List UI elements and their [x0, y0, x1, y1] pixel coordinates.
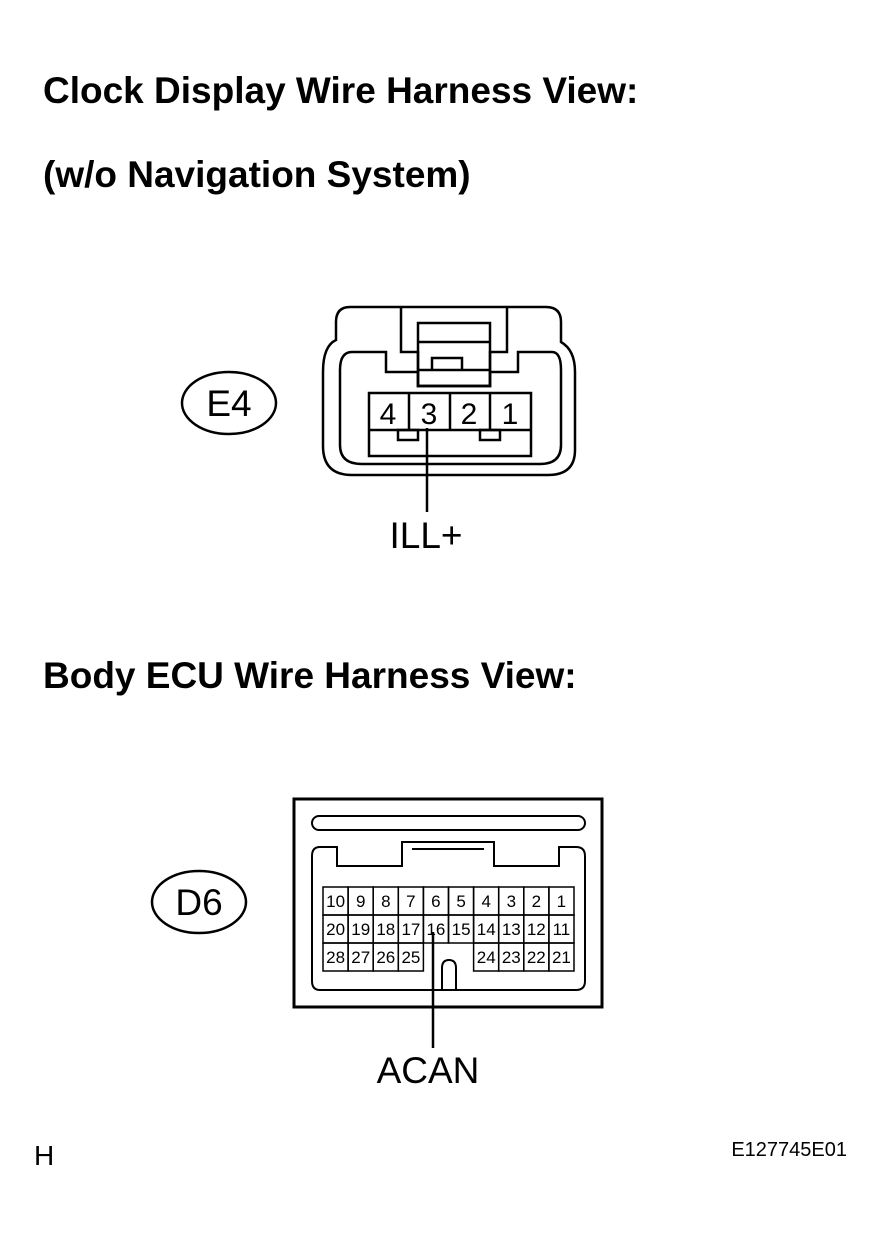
clock-display-heading: Clock Display Wire Harness View:	[43, 70, 639, 111]
connector-d6-pin-2: 2	[532, 892, 541, 911]
connector-d6-pin-19: 19	[351, 920, 370, 939]
connector-d6-id-bubble	[150, 869, 248, 935]
connector-d6-pin-5: 5	[456, 892, 465, 911]
connector-e4-id: E4	[206, 383, 251, 424]
connector-e4-id-bubble	[180, 370, 278, 436]
connector-d6-pin-28: 28	[326, 948, 345, 967]
connector-d6-pin-13: 13	[502, 920, 521, 939]
connector-e4-lock-notch	[430, 356, 464, 370]
connector-d6-pin-26: 26	[376, 948, 395, 967]
body-ecu-heading: Body ECU Wire Harness View:	[43, 655, 577, 696]
connector-e4-key-left	[396, 428, 420, 442]
connector-d6-pin-23: 23	[502, 948, 521, 967]
connector-d6-pin-25: 25	[401, 948, 420, 967]
connector-d6-pin-14: 14	[477, 920, 496, 939]
connector-d6-pin-10: 10	[326, 892, 345, 911]
connector-d6-pin-21: 21	[552, 948, 571, 967]
connector-d6-pin-1: 1	[557, 892, 566, 911]
connector-d6-key-slot	[441, 958, 457, 990]
connector-e4	[180, 305, 577, 512]
connector-d6-pin-8: 8	[381, 892, 390, 911]
clock-display-subheading: (w/o Navigation System)	[43, 154, 471, 195]
connector-d6-id: D6	[175, 882, 222, 923]
corner-mark: H	[34, 1140, 55, 1171]
connector-d6-pin-16: 16	[426, 920, 445, 939]
connector-d6	[150, 797, 604, 1048]
connector-e4-pin-2: 2	[461, 398, 478, 431]
connector-d6-pin-grid	[322, 886, 575, 972]
connector-d6-pin-15: 15	[452, 920, 471, 939]
connector-e4-outer-shell	[321, 305, 577, 477]
connector-e4-pin-1: 1	[502, 398, 519, 431]
connector-d6-pin-18: 18	[376, 920, 395, 939]
connector-d6-pin-7: 7	[406, 892, 415, 911]
figure-code: E127745E01	[731, 1139, 847, 1161]
connector-d6-pin-12: 12	[527, 920, 546, 939]
connector-d6-signal-label: ACAN	[377, 1050, 480, 1091]
connector-e4-lock-window	[416, 321, 492, 388]
connector-d6-pin-22: 22	[527, 948, 546, 967]
connector-d6-pin-9: 9	[356, 892, 365, 911]
connector-d6-cell-25	[397, 942, 425, 972]
connector-d6-top-rail	[311, 815, 586, 831]
connector-e4-signal-label: ILL+	[389, 515, 462, 556]
connector-d6-pin-27: 27	[351, 948, 370, 967]
connector-d6-pin-4: 4	[481, 892, 490, 911]
connector-d6-outer-shell	[292, 797, 604, 1009]
connector-d6-pin-6: 6	[431, 892, 440, 911]
connector-e4-pin-3: 3	[421, 398, 438, 431]
connector-d6-cell-21	[548, 942, 575, 972]
connector-d6-pin-3: 3	[507, 892, 516, 911]
connector-d6-pin-24: 24	[477, 948, 496, 967]
connector-d6-pin-20: 20	[326, 920, 345, 939]
connector-e4-key-right	[478, 428, 502, 442]
connector-e4-pin-4: 4	[380, 398, 397, 431]
connector-d6-inner-cavity	[311, 841, 586, 991]
connector-e4-inner-cavity	[338, 350, 563, 466]
connector-d6-pin-17: 17	[401, 920, 420, 939]
connector-d6-pin-11: 11	[553, 920, 571, 939]
